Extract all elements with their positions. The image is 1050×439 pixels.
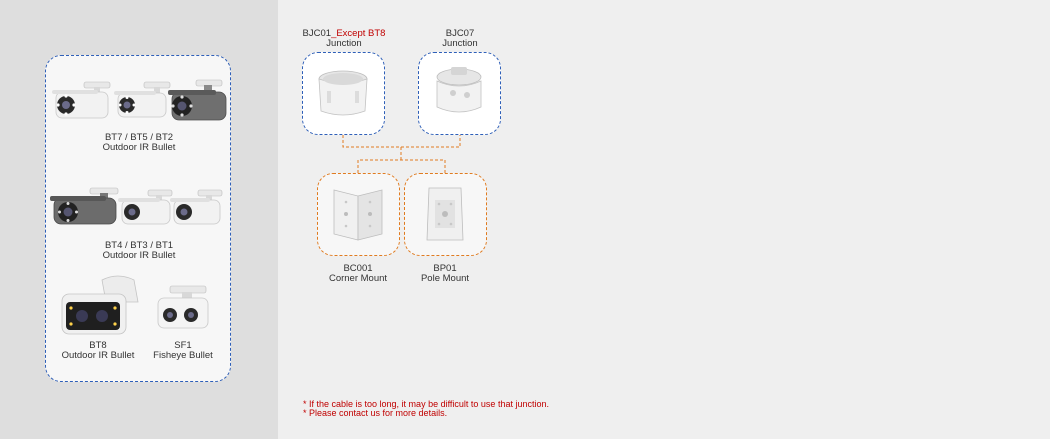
- bc001-code: BC001: [343, 263, 373, 274]
- notes: * If the cable is too long, it may be di…: [303, 400, 549, 418]
- sf1-model: SF1: [174, 340, 192, 351]
- bt8-model: BT8: [89, 340, 107, 351]
- bjc01-type: Junction: [326, 38, 362, 49]
- note-contact: * Please contact us for more details.: [303, 408, 448, 418]
- bt7-camera-image: [52, 81, 111, 119]
- bt4-camera-image: [50, 187, 119, 225]
- note-cable-length: * If the cable is too long, it may be di…: [303, 399, 549, 409]
- bullet-large-cameras-image: [52, 79, 227, 121]
- bt5-camera-image: [114, 81, 171, 118]
- bt2-camera-image: [168, 79, 227, 121]
- bjc01-code: BJC01: [302, 28, 332, 39]
- bt3-camera-image: [118, 189, 173, 225]
- bc001-type: Corner Mount: [328, 273, 388, 284]
- bp01-label: BP01 Pole Mount: [405, 264, 485, 284]
- bp01-code: BP01: [433, 263, 457, 274]
- bjc07-type: Junction: [442, 38, 478, 49]
- bjc07-code: BJC07: [445, 28, 475, 39]
- bt1-camera-image: [170, 189, 223, 225]
- bc001-box: [317, 173, 400, 256]
- bullet-small-cameras-image: [50, 187, 223, 225]
- bjc07-label: BJC07 Junction: [420, 29, 500, 49]
- bc001-corner-mount-image: [333, 189, 383, 241]
- sf1-camera-image: [157, 285, 209, 329]
- camera-group: BT7 / BT5 / BT2 Outdoor IR Bullet: [45, 55, 231, 382]
- bjc01-junction-image: [318, 70, 368, 116]
- bc001-label: BC001 Corner Mount: [318, 264, 398, 284]
- bt8-sf1-cameras-image: [61, 275, 209, 335]
- bt8-camera-image: [61, 275, 139, 335]
- bt8-label: BT8 Outdoor IR Bullet: [58, 341, 138, 361]
- bp01-type: Pole Mount: [420, 273, 470, 284]
- bjc01-box: [302, 52, 385, 135]
- bjc01-code-line: BJC01_Except BT8: [296, 29, 392, 39]
- bullet-small-type: Outdoor IR Bullet: [102, 250, 176, 261]
- bullet-large-type: Outdoor IR Bullet: [102, 142, 176, 153]
- bullet-small-label: BT4 / BT3 / BT1 Outdoor IR Bullet: [46, 241, 232, 261]
- bjc07-junction-image: [436, 67, 482, 113]
- bp01-pole-mount-image: [426, 187, 464, 241]
- bjc01-label: BJC01_Except BT8 Junction: [296, 29, 392, 49]
- sf1-label: SF1 Fisheye Bullet: [146, 341, 220, 361]
- bt8-type: Outdoor IR Bullet: [61, 350, 135, 361]
- bullet-small-models: BT4 / BT3 / BT1: [104, 240, 174, 251]
- sf1-type: Fisheye Bullet: [153, 350, 213, 361]
- bullet-large-label: BT7 / BT5 / BT2 Outdoor IR Bullet: [46, 133, 232, 153]
- bjc01-except-note: _Except BT8: [331, 28, 386, 39]
- bullet-large-models: BT7 / BT5 / BT2: [104, 132, 174, 143]
- bp01-box: [404, 173, 487, 256]
- bjc07-box: [418, 52, 501, 135]
